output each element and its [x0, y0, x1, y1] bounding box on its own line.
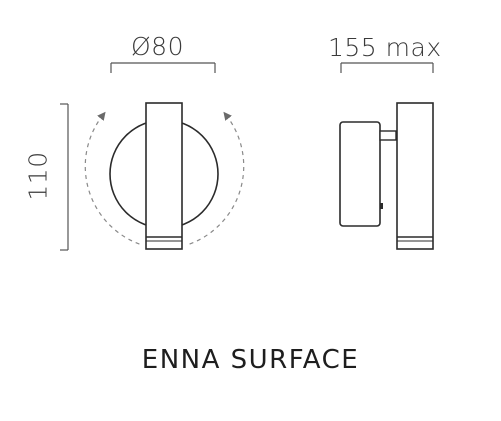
- projection-dimension: [340, 62, 434, 73]
- height-label: 110: [23, 151, 53, 201]
- projection-label: 155 max: [328, 33, 442, 62]
- diameter-label: Ø80: [131, 32, 184, 61]
- product-name: ENNA SURFACE: [141, 345, 360, 375]
- diameter-dimension: [110, 62, 216, 73]
- rotation-arc-left: [84, 111, 143, 246]
- height-dimension: [60, 103, 69, 251]
- side-view: [339, 102, 434, 250]
- front-view-light-body: [145, 102, 183, 250]
- rotation-arc-right: [186, 111, 245, 246]
